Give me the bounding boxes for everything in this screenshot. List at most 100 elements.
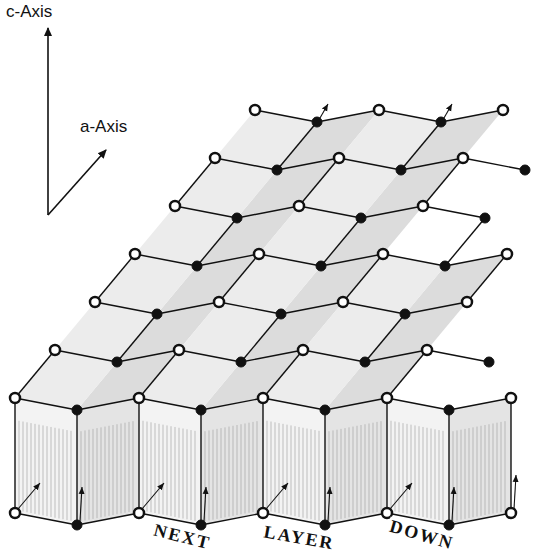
wall-hatching xyxy=(113,425,114,515)
layer-wall xyxy=(263,398,325,525)
open-atom xyxy=(134,508,144,518)
filled-atom xyxy=(484,357,494,367)
axis-arrow xyxy=(514,475,516,509)
wall-hatching xyxy=(291,425,292,515)
open-atom xyxy=(458,153,468,163)
open-atom xyxy=(294,201,304,211)
wall-hatching xyxy=(147,422,148,512)
filled-atom xyxy=(444,405,454,415)
bond xyxy=(387,398,449,410)
wall-hatching xyxy=(341,429,342,519)
wall-hatching xyxy=(329,431,330,521)
wall-hatching xyxy=(473,427,474,517)
open-atom xyxy=(134,393,144,403)
wall-hatching xyxy=(43,425,44,515)
open-atom xyxy=(374,105,384,115)
wall-hatching xyxy=(225,427,226,517)
wall-hatching xyxy=(439,430,440,520)
wall-hatching xyxy=(501,422,502,512)
bond xyxy=(15,513,77,525)
bond xyxy=(197,218,237,266)
bond xyxy=(277,122,317,170)
wall-hatching xyxy=(167,425,168,515)
layer-wall xyxy=(15,398,77,525)
wall-hatching xyxy=(427,428,428,518)
wall-hatching xyxy=(129,422,130,512)
wall-hatching xyxy=(55,428,56,518)
open-atom xyxy=(250,105,260,115)
open-atom xyxy=(378,249,388,259)
wall-hatching xyxy=(249,423,250,513)
wall-hatching xyxy=(209,430,210,520)
bond xyxy=(405,302,467,314)
bond xyxy=(386,398,387,513)
wall-hatching xyxy=(67,430,68,520)
filled-atom xyxy=(356,213,366,223)
wall-hatching xyxy=(217,429,218,519)
wall-hatching xyxy=(195,431,196,521)
bond xyxy=(157,302,219,314)
wall-hatching xyxy=(461,430,462,520)
wall-hatching xyxy=(101,427,102,517)
bond xyxy=(219,302,281,314)
wall-hatching xyxy=(85,430,86,520)
wall-hatching xyxy=(373,423,374,513)
wall-hatching xyxy=(257,421,258,511)
bond xyxy=(259,254,321,266)
open-atom xyxy=(258,393,268,403)
wall-hatching xyxy=(59,429,60,519)
open-atom xyxy=(502,249,512,259)
wall-hatching xyxy=(253,422,254,512)
wall-hatching xyxy=(117,424,118,514)
open-atom xyxy=(130,249,140,259)
wall-hatching xyxy=(299,427,300,517)
bond xyxy=(325,513,387,525)
wall-hatching xyxy=(453,431,454,521)
bond xyxy=(361,206,423,218)
bond xyxy=(175,206,237,218)
wall-hatching xyxy=(171,426,172,516)
filled-atom xyxy=(196,405,206,415)
layer-wall xyxy=(139,398,201,525)
filled-atom xyxy=(236,357,246,367)
wall-hatching xyxy=(311,429,312,519)
bond xyxy=(175,158,215,206)
open-atom xyxy=(50,345,60,355)
wall-hatching xyxy=(431,429,432,519)
bond xyxy=(139,398,201,410)
bond xyxy=(15,350,55,398)
wall-hatching xyxy=(121,423,122,513)
axis-arrow xyxy=(266,483,288,509)
axis-label: c-Axis xyxy=(6,3,52,22)
wall-hatching xyxy=(71,431,72,521)
wall-hatching xyxy=(279,423,280,513)
layer-wall xyxy=(77,398,139,525)
c-axis-arrow xyxy=(47,28,49,215)
bond xyxy=(445,218,485,266)
wall-hatching xyxy=(481,426,482,516)
filled-atom xyxy=(440,261,450,271)
wall-hatching xyxy=(271,422,272,512)
bond xyxy=(365,314,405,362)
bond xyxy=(201,398,263,410)
filled-atom xyxy=(316,261,326,271)
open-atom xyxy=(422,345,432,355)
axis-arrow xyxy=(80,487,82,521)
axis-arrow xyxy=(328,487,330,521)
bond xyxy=(179,350,241,362)
bond xyxy=(200,410,201,525)
open-atom xyxy=(10,508,20,518)
filled-atom xyxy=(480,213,490,223)
bond xyxy=(317,110,379,122)
bond xyxy=(379,110,441,122)
wall-hatching xyxy=(233,426,234,516)
filled-atom xyxy=(444,520,454,530)
wall-hatching xyxy=(469,428,470,518)
filled-atom xyxy=(272,165,282,175)
open-atom xyxy=(462,297,472,307)
wall-hatching xyxy=(51,427,52,517)
bond xyxy=(76,410,77,525)
open-atom xyxy=(334,153,344,163)
bond xyxy=(14,398,15,513)
open-atom xyxy=(90,297,100,307)
